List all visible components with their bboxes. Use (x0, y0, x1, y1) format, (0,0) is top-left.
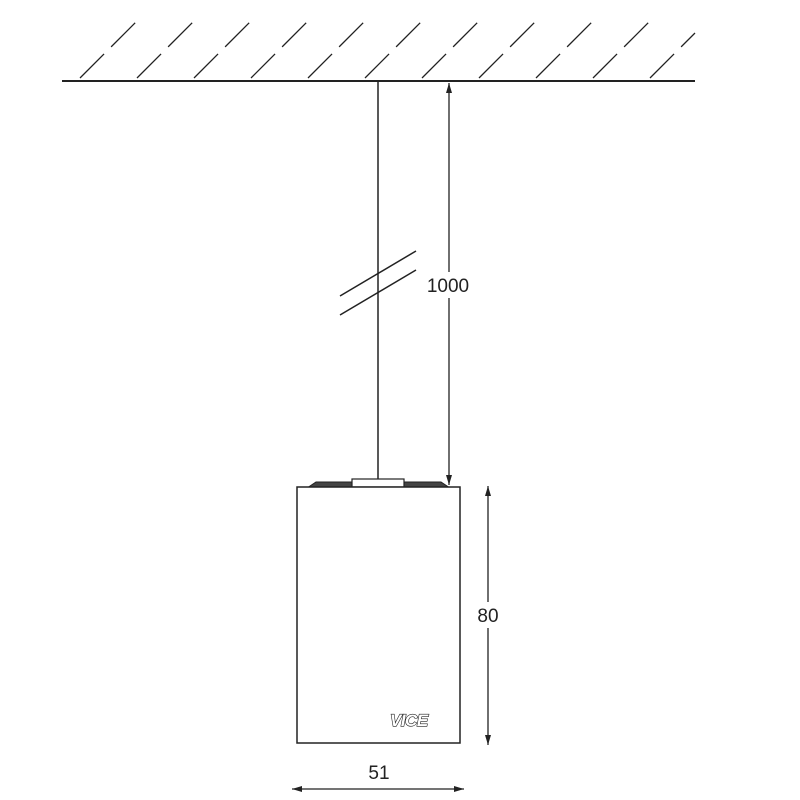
cable-length-label-bg (420, 272, 476, 298)
cable-length-label: 1000 (427, 276, 469, 297)
body-width-label: 51 (368, 763, 389, 784)
brand-logo: VICE (390, 711, 429, 730)
ceiling (62, 17, 696, 82)
fixture-body (296, 486, 461, 744)
body-height-label: 80 (477, 606, 498, 627)
body-height-label-bg (472, 602, 506, 628)
cable-break-symbol (339, 250, 417, 316)
ceiling-hatching (79, 17, 696, 79)
